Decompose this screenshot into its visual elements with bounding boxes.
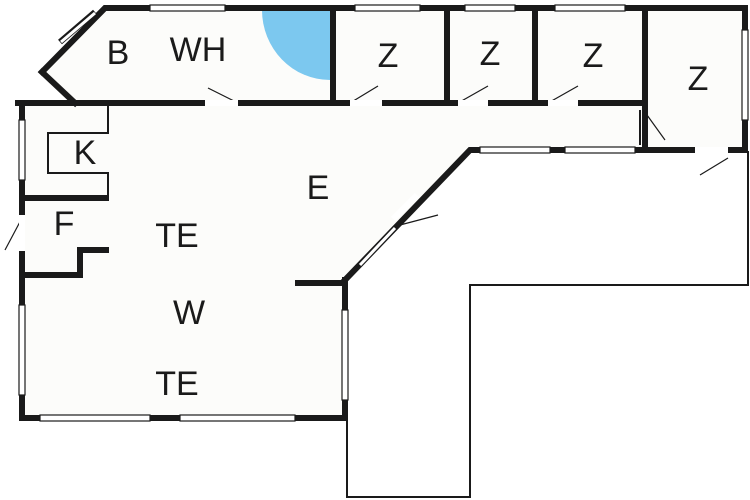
room-label-living: W: [173, 294, 205, 332]
room-label-bedroom-4: Z: [688, 60, 709, 98]
window: [479, 146, 551, 154]
room-label-kitchen: K: [74, 134, 97, 172]
doors: [4, 85, 729, 251]
window: [39, 414, 151, 422]
room-label-terrace-lower: TE: [155, 365, 198, 403]
room-label-bedroom-2: Z: [480, 35, 501, 73]
room-label-hall: E: [307, 169, 330, 207]
window: [341, 309, 349, 401]
window-diagonal-inner: [60, 11, 96, 44]
window: [179, 414, 296, 422]
kitchen-counter: [47, 105, 109, 198]
window: [564, 146, 636, 154]
outer-wall-left: [37, 67, 80, 108]
window: [354, 4, 421, 12]
room-label-bathroom: B: [107, 34, 130, 72]
window-corridor: [358, 226, 397, 267]
window: [149, 4, 226, 12]
room-label-terrace-upper: TE: [155, 217, 198, 255]
house-floor: [22, 8, 745, 418]
shower-quarter-circle: [262, 10, 330, 80]
window: [18, 119, 26, 181]
window: [741, 29, 749, 121]
wall-fridge-step: [22, 247, 109, 278]
window: [18, 304, 26, 396]
room-label-bedroom-3: Z: [583, 37, 604, 75]
window: [554, 4, 626, 12]
room-label-utility: WH: [170, 31, 227, 69]
room-label-bedroom-1: Z: [378, 37, 399, 75]
room-label-fridge: F: [54, 205, 75, 243]
window: [464, 4, 516, 12]
